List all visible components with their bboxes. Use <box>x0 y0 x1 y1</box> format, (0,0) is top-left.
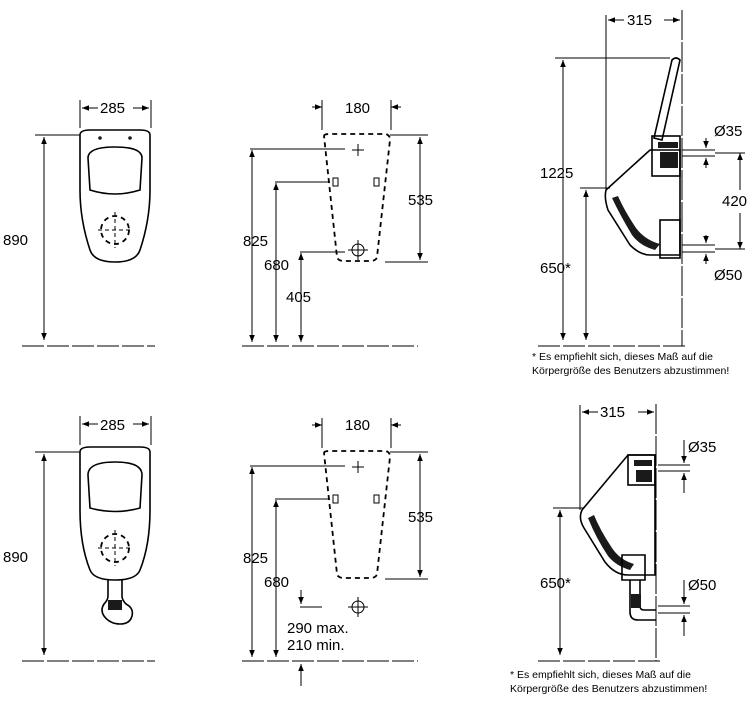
top-side-dia35-label: Ø35 <box>714 123 742 140</box>
top-note-line1: * Es empfiehlt sich, dieses Maß auf die <box>532 351 713 363</box>
bottom-side-dia50-label: Ø50 <box>688 577 716 594</box>
top-front-width-label: 285 <box>100 100 125 117</box>
top-side-1225-label: 1225 <box>540 165 573 182</box>
lid <box>653 57 681 141</box>
bottom-note-line2: Körpergröße des Benutzers abzustimmen! <box>510 683 707 695</box>
bottom-mount-680-label: 680 <box>264 574 289 591</box>
bottom-front-view <box>22 416 155 662</box>
urinal-outline <box>79 129 151 263</box>
top-front-view <box>22 100 155 347</box>
urinal-bowl <box>87 146 143 195</box>
bottom-note-line1: * Es empfiehlt sich, dieses Maß auf die <box>510 669 691 681</box>
bottom-mount-535-label: 535 <box>408 509 433 526</box>
bottom-front-height-label: 890 <box>3 549 28 566</box>
top-side-view <box>538 10 745 347</box>
top-mount-405-label: 405 <box>286 289 311 306</box>
top-mount-680-label: 680 <box>264 257 289 274</box>
top-mount-825-label: 825 <box>243 233 268 250</box>
bottom-side-dia35-label: Ø35 <box>688 439 716 456</box>
top-side-420-label: 420 <box>722 193 747 210</box>
bottom-side-view <box>538 404 690 662</box>
bottom-side-315-label: 315 <box>600 404 625 421</box>
top-front-height-label: 890 <box>3 232 28 249</box>
bottom-mount-max-label: 290 max. <box>287 620 349 637</box>
urinal-shading <box>612 196 660 250</box>
mounting-outline <box>323 133 391 262</box>
top-side-315-label: 315 <box>627 12 652 29</box>
bottom-mount-min-label: 210 min. <box>287 637 345 654</box>
bottom-mounting-view <box>242 418 428 686</box>
top-mount-535-label: 535 <box>408 192 433 209</box>
urinal-body <box>604 149 681 256</box>
top-side-650-label: 650* <box>540 260 571 277</box>
top-side-dia50-label: Ø50 <box>714 267 742 284</box>
bottom-mount-width-label: 180 <box>345 417 370 434</box>
siphon-trap <box>101 580 134 625</box>
top-mount-width-label: 180 <box>345 100 370 117</box>
bottom-mount-825-label: 825 <box>243 550 268 567</box>
top-note-line2: Körpergröße des Benutzers abzustimmen! <box>532 365 729 377</box>
bottom-side-650-label: 650* <box>540 575 571 592</box>
bottom-front-width-label: 285 <box>100 417 125 434</box>
top-mounting-view <box>242 100 428 347</box>
